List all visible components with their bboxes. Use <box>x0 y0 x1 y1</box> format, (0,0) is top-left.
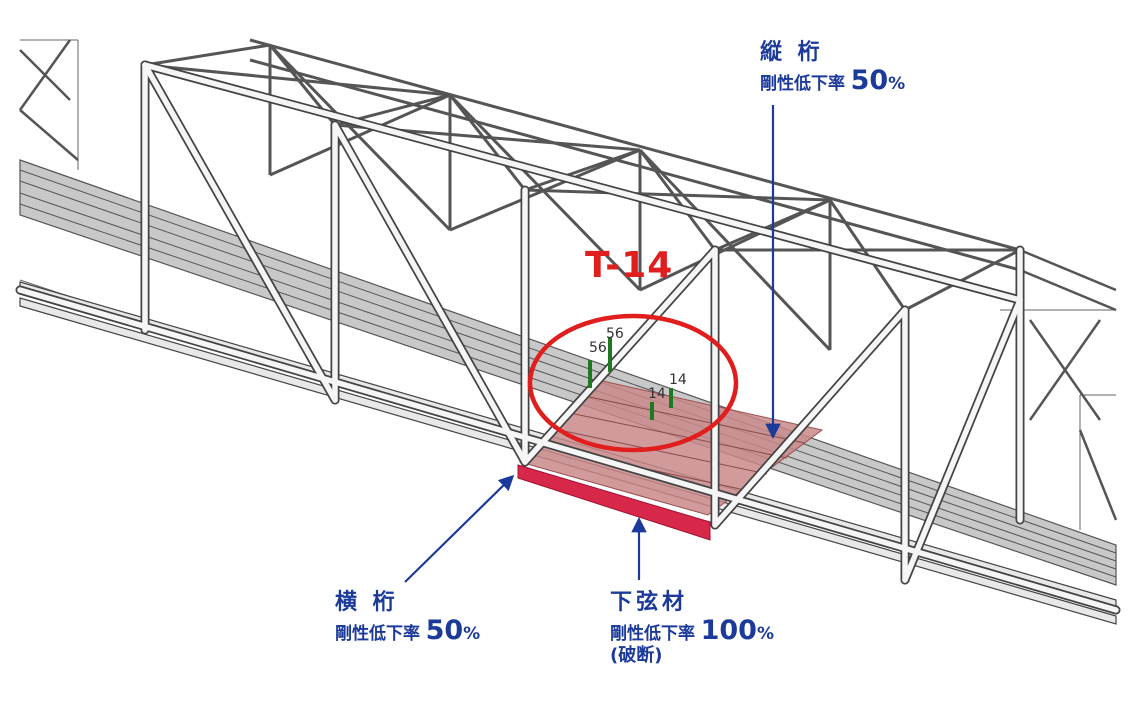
element-tag: T-14 <box>585 245 674 286</box>
damage-markers <box>588 337 673 420</box>
stringer-rate-unit: % <box>888 74 906 95</box>
lower-chord-note: (破断) <box>610 645 663 667</box>
near-truss <box>15 60 1121 615</box>
stringer-title: 縦 桁 <box>760 40 824 65</box>
left-end-bracing <box>18 39 79 161</box>
floor-beam-rate-value: 50 <box>425 615 464 647</box>
far-truss <box>249 38 1021 352</box>
lower-chord-label: 下弦材 剛性低下率 100% (破断) <box>610 590 774 667</box>
member-number-14b: 14 <box>669 372 687 388</box>
stringer-rate-label: 剛性低下率 <box>760 74 845 95</box>
stringer-rate-value: 50 <box>850 65 889 97</box>
label-arrows <box>404 105 781 583</box>
floor-beam-rate-label: 剛性低下率 <box>335 624 420 645</box>
member-number-14a: 14 <box>648 386 666 402</box>
floor-beam-rate-unit: % <box>463 624 481 645</box>
lower-chord-rate-unit: % <box>756 624 774 645</box>
broken-lower-chord <box>517 464 711 541</box>
member-number-56b: 56 <box>606 326 624 342</box>
lower-chord-rate-label: 剛性低下率 <box>610 624 695 645</box>
floor-beam-arrow <box>404 474 515 583</box>
lower-chord-rate-value: 100 <box>700 615 757 647</box>
right-end-bracing <box>1019 248 1118 521</box>
lower-chord-title: 下弦材 <box>610 590 689 615</box>
floor-beam-title: 横 桁 <box>335 590 399 615</box>
floor-beam-label: 横 桁 剛性低下率 50% <box>335 590 480 646</box>
highlight-ellipse <box>527 313 739 453</box>
stringer-label: 縦 桁 剛性低下率 50% <box>760 40 905 96</box>
member-number-56a: 56 <box>589 340 607 356</box>
